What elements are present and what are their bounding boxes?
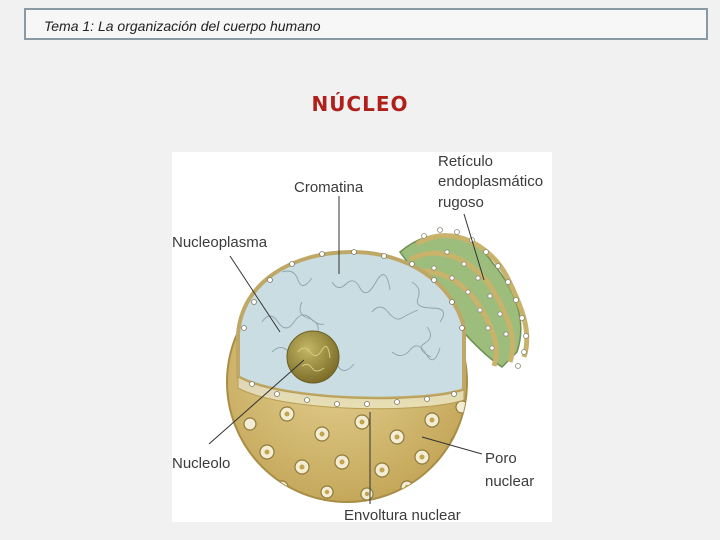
label-nucleolo: Nucleolo — [172, 455, 230, 472]
reticulum-shape — [398, 227, 530, 369]
nucleus-illustration: Retículo endoplasmático rugoso Cromatina… — [172, 153, 543, 522]
label-cromatina: Cromatina — [294, 179, 364, 196]
nuclear-envelope-shape — [226, 249, 468, 503]
label-reticulo-line3: rugoso — [438, 194, 484, 211]
label-poro-line2: nuclear — [485, 473, 534, 490]
nucleus-diagram: Retículo endoplasmático rugoso Cromatina… — [172, 152, 552, 522]
label-reticulo-line2: endoplasmático — [438, 173, 543, 190]
label-nucleoplasma: Nucleoplasma — [172, 234, 268, 251]
header-box: Tema 1: La organización del cuerpo human… — [24, 8, 708, 40]
label-reticulo-line1: Retículo — [438, 153, 493, 170]
slide-title: NÚCLEO — [311, 92, 409, 116]
label-poro-line1: Poro — [485, 450, 517, 467]
leader-lines — [208, 196, 485, 504]
header-title: Tema 1: La organización del cuerpo human… — [44, 18, 321, 34]
label-envoltura: Envoltura nuclear — [344, 507, 461, 522]
